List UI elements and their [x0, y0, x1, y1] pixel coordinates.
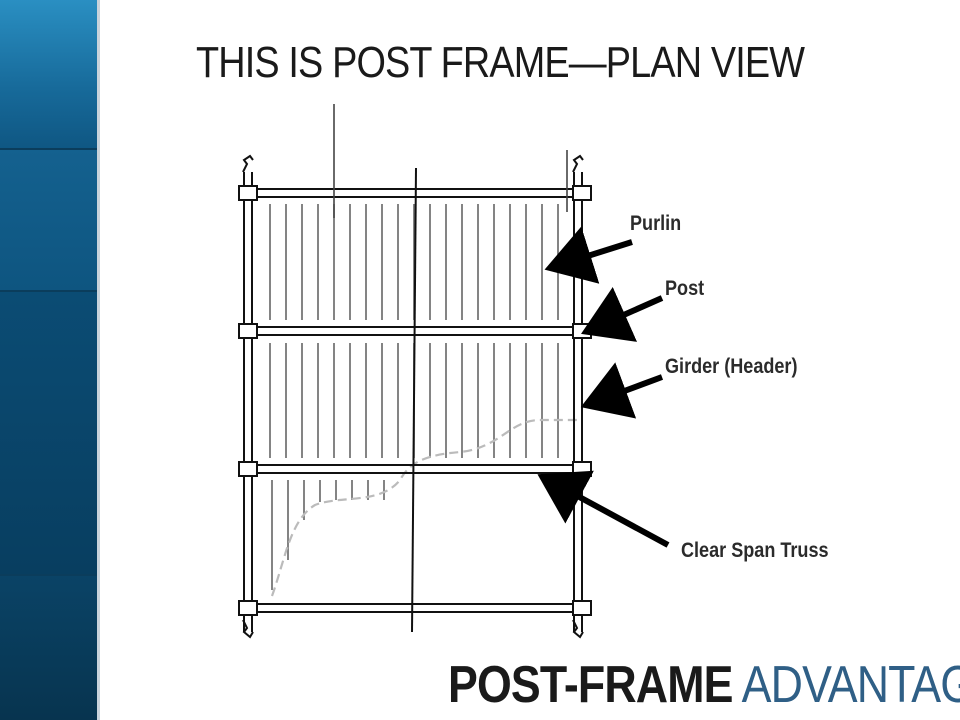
girder-label: Girder (Header) [665, 355, 798, 378]
callout-arrows [537, 226, 670, 548]
sidebar-band [0, 292, 97, 574]
post-square [572, 185, 592, 201]
posts [238, 185, 592, 616]
post-square [572, 600, 592, 616]
girder-arrow [580, 362, 664, 419]
dashed-curve [270, 418, 580, 597]
brand-name-light: ADVANTAGE [741, 656, 960, 714]
purlin-label: Purlin [630, 212, 682, 235]
sidebar [0, 0, 97, 720]
post-square [238, 323, 258, 339]
section-lines [333, 104, 568, 218]
purlin-arrow [544, 226, 633, 284]
post-square [238, 461, 258, 477]
brand-logo: POST-FRAME ADVANTAGE [448, 655, 960, 715]
post-square [238, 600, 258, 616]
sidebar-band [0, 576, 97, 720]
post-square [238, 185, 258, 201]
truss-label: Clear Span Truss [681, 539, 829, 562]
cut-line [411, 167, 417, 633]
break-marks [242, 154, 584, 639]
post-label: Post [665, 277, 705, 300]
post-square [572, 323, 592, 339]
post-square [572, 461, 592, 477]
sidebar-divider [97, 0, 100, 720]
page-title: THIS IS POST FRAME—PLAN VIEW [196, 38, 805, 87]
sidebar-band [0, 150, 97, 290]
brand-name-bold: POST-FRAME [448, 656, 733, 714]
sidebar-band [0, 0, 97, 148]
post-arrow [581, 286, 664, 342]
truss-arrow [537, 470, 670, 548]
